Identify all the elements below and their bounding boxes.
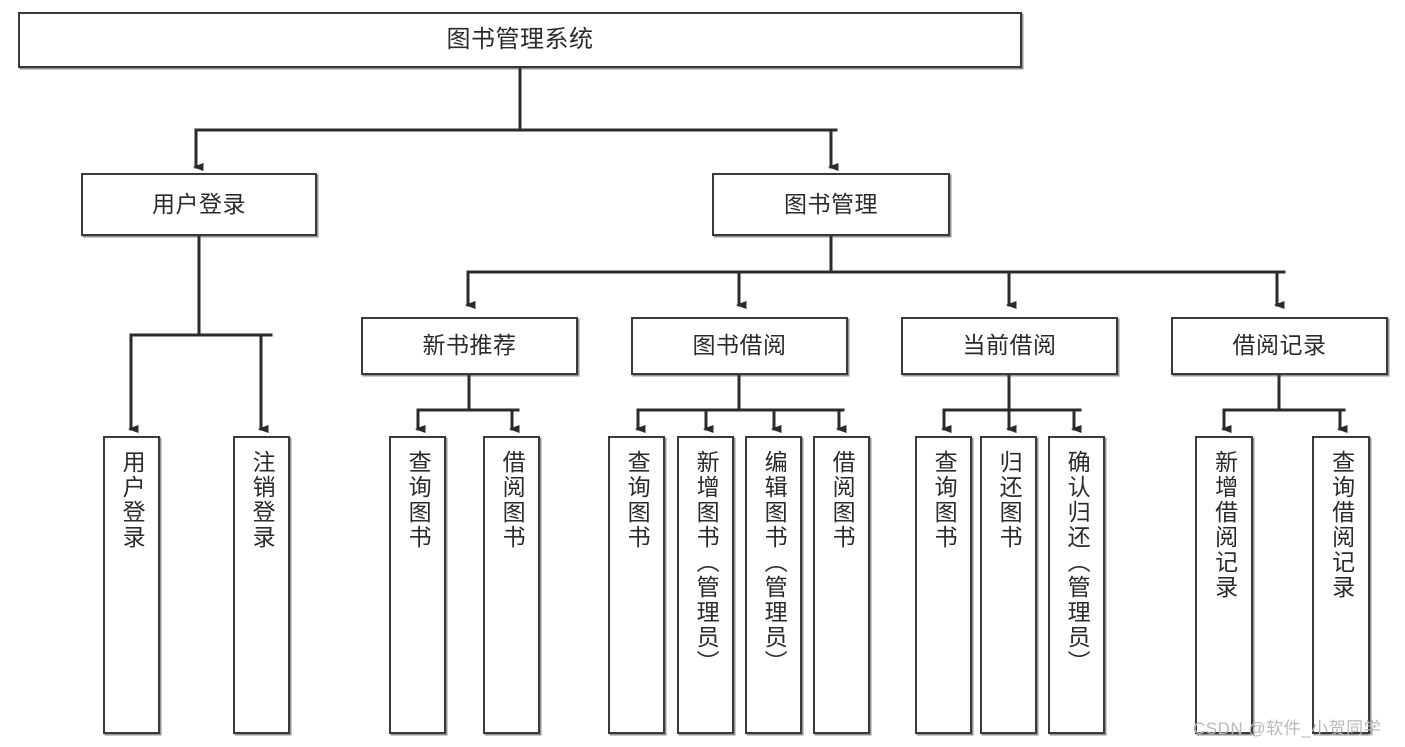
leaf-add-borrow-record[interactable]: 新增借阅记录 (1195, 436, 1253, 734)
node-borrowing-records[interactable]: 借阅记录 (1171, 317, 1388, 375)
node-label: 借阅记录 (1232, 332, 1327, 359)
node-label: 图书管理系统 (446, 25, 594, 53)
leaf-query-books-new[interactable]: 查询图书 (389, 436, 446, 734)
node-user-login[interactable]: 用户登录 (81, 173, 317, 236)
node-label: 新增图书（管理员） (693, 450, 720, 675)
leaf-user-login[interactable]: 用户登录 (103, 436, 160, 734)
node-current-borrowing[interactable]: 当前借阅 (901, 317, 1118, 375)
node-label: 新增借阅记录 (1211, 450, 1238, 600)
leaf-borrow-books-new[interactable]: 借阅图书 (483, 436, 540, 734)
node-label: 图书借阅 (692, 332, 787, 359)
leaf-query-borrow-record[interactable]: 查询借阅记录 (1312, 436, 1370, 734)
leaf-return-books[interactable]: 归还图书 (980, 436, 1037, 734)
node-book-management[interactable]: 图书管理 (712, 173, 950, 236)
node-book-borrowing[interactable]: 图书借阅 (631, 317, 848, 375)
node-label: 确认归还（管理员） (1064, 450, 1091, 675)
leaf-borrow-books[interactable]: 借阅图书 (813, 436, 870, 734)
node-label: 归还图书 (996, 450, 1023, 550)
node-label: 查询图书 (405, 450, 432, 550)
node-label: 当前借阅 (962, 332, 1057, 359)
leaf-add-book-admin[interactable]: 新增图书（管理员） (677, 436, 734, 734)
leaf-edit-book-admin[interactable]: 编辑图书（管理员） (745, 436, 802, 734)
node-label: 查询图书 (624, 450, 651, 550)
node-label: 注销登录 (249, 450, 276, 550)
node-label: 查询图书 (931, 450, 958, 550)
node-label: 编辑图书（管理员） (761, 450, 788, 675)
leaf-confirm-return-admin[interactable]: 确认归还（管理员） (1048, 436, 1105, 734)
node-label: 查询借阅记录 (1328, 450, 1355, 600)
csdn-watermark: CSDN @软件_小贺同学 (1193, 719, 1382, 738)
leaf-query-books-current[interactable]: 查询图书 (915, 436, 972, 734)
node-label: 用户登录 (119, 450, 146, 550)
node-label: 借阅图书 (499, 450, 526, 550)
node-root-book-management-system[interactable]: 图书管理系统 (18, 12, 1022, 68)
leaf-logout[interactable]: 注销登录 (233, 436, 290, 734)
node-new-book-recommendation[interactable]: 新书推荐 (361, 317, 578, 375)
node-label: 用户登录 (152, 190, 246, 217)
leaf-query-books-borrow[interactable]: 查询图书 (608, 436, 665, 734)
node-label: 借阅图书 (829, 450, 856, 550)
node-label: 图书管理 (784, 190, 878, 217)
node-label: 新书推荐 (422, 332, 517, 359)
